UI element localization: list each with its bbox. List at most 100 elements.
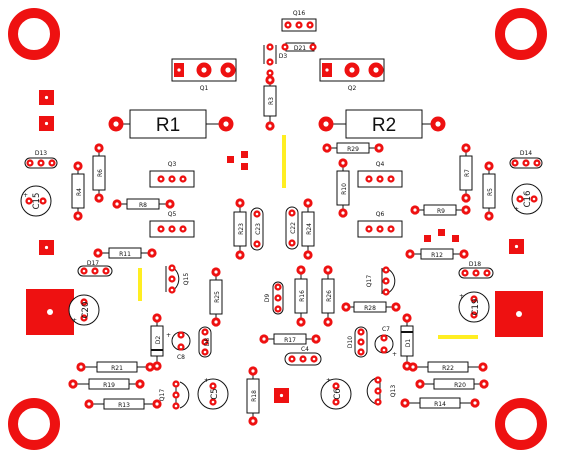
label-r24: R24 <box>306 223 313 235</box>
label-q17-upper: Q17 <box>366 275 373 288</box>
mounting-hole-top-left <box>8 8 60 60</box>
mounting-hole-top-right <box>495 8 547 60</box>
r19-resistor: R19 <box>68 378 145 390</box>
d3-diode: D3 <box>263 43 288 77</box>
c7-capacitor: + C7 <box>374 326 397 358</box>
d2-diode: D2 <box>150 313 164 371</box>
label-c4: C4 <box>301 346 309 353</box>
label-c20: C20 <box>81 302 91 319</box>
svg-text:+: + <box>326 377 331 384</box>
label-r8: R8 <box>139 202 147 209</box>
label-q13: Q13 <box>390 385 397 398</box>
r7-resistor: R7 <box>459 143 473 203</box>
square-pads <box>26 90 543 403</box>
svg-text:+: + <box>459 293 464 300</box>
c8-capacitor: + C8 <box>166 331 191 361</box>
r1-resistor: R1 <box>108 109 234 139</box>
q1-transistor: Q1 <box>171 58 237 92</box>
label-d8: D8 <box>204 338 211 347</box>
label-r3: R3 <box>268 97 275 105</box>
svg-text:+: + <box>72 317 77 324</box>
q4-transistor: Q4 <box>357 161 403 188</box>
label-r14: R14 <box>434 401 446 408</box>
mounting-hole-bottom-right <box>495 398 547 450</box>
label-d9: D9 <box>264 294 271 303</box>
c22-capacitor: C22 <box>285 206 299 250</box>
d17-diode: D17 <box>77 260 113 277</box>
q6-transistor: Q6 <box>357 211 403 238</box>
label-r28: R28 <box>364 305 376 312</box>
q17-transistor-lower: Q17 <box>159 380 190 410</box>
q16-transistor: Q16 <box>281 10 317 32</box>
label-r9: R9 <box>437 208 445 215</box>
label-q6: Q6 <box>376 211 385 218</box>
label-r25: R25 <box>214 291 221 303</box>
test-pads-left <box>227 151 248 170</box>
q5-transistor: Q5 <box>149 211 195 238</box>
svg-text:+: + <box>166 332 171 339</box>
label-r21: R21 <box>111 365 123 372</box>
label-c5: C5 <box>210 388 220 399</box>
label-r12: R12 <box>431 252 443 259</box>
r2-resistor: R2 <box>318 109 446 139</box>
label-r19: R19 <box>103 382 115 389</box>
label-c7: C7 <box>382 326 390 333</box>
c19-capacitor: + C19 <box>458 291 490 323</box>
label-c23: C23 <box>255 223 262 235</box>
r13-resistor: R13 <box>84 398 162 410</box>
label-r2: R2 <box>372 115 396 136</box>
label-c15: C15 <box>32 193 42 210</box>
label-c19: C19 <box>471 299 481 316</box>
label-c8: C8 <box>177 354 185 361</box>
c6-capacitor: + C6 <box>320 377 352 410</box>
label-q15: Q15 <box>183 273 190 286</box>
label-d3: D3 <box>279 53 288 60</box>
r21-resistor: R21 <box>76 361 155 373</box>
d1-diode: D1 <box>400 313 414 371</box>
r10-resistor: R10 <box>336 158 350 218</box>
r3-resistor: R3 <box>263 75 277 131</box>
label-d18: D18 <box>469 261 481 268</box>
label-c6: C6 <box>333 388 343 399</box>
label-r4: R4 <box>76 188 83 196</box>
label-q2: Q2 <box>348 85 357 92</box>
label-q1: Q1 <box>200 85 209 92</box>
r29-resistor: R29 <box>322 142 384 154</box>
label-q5: Q5 <box>168 211 177 218</box>
r25-resistor: R25 <box>209 267 223 327</box>
label-c22: C22 <box>290 222 297 234</box>
r12-resistor: R12 <box>405 248 469 260</box>
c4-capacitor: C4 <box>284 346 322 366</box>
svg-text:+: + <box>392 351 397 358</box>
label-r23: R23 <box>238 223 245 235</box>
d14-diode: D14 <box>509 150 543 169</box>
label-r7: R7 <box>464 169 471 177</box>
jumper-wires <box>138 135 478 339</box>
label-r1: R1 <box>156 115 180 136</box>
d9-diode: D9 <box>264 281 284 315</box>
label-d13: D13 <box>35 150 47 157</box>
label-r11: R11 <box>119 251 131 258</box>
mounting-holes <box>8 8 547 450</box>
c5-capacitor: + C5 <box>197 377 229 410</box>
label-d2: D2 <box>155 336 162 345</box>
c23-capacitor: C23 <box>250 207 264 251</box>
mounting-hole-bottom-left <box>8 398 60 450</box>
r23-resistor: R23 <box>233 198 247 260</box>
test-pads-right <box>424 229 459 242</box>
r8-resistor: R8 <box>112 198 175 210</box>
label-q16: Q16 <box>293 10 306 17</box>
label-q3: Q3 <box>168 161 177 168</box>
label-r16: R16 <box>299 290 306 302</box>
r9-resistor: R9 <box>410 204 471 216</box>
label-r6: R6 <box>97 169 104 177</box>
c20-capacitor: + C20 <box>68 294 100 326</box>
r22-resistor: R22 <box>408 361 488 373</box>
d10-diode: D10 <box>347 326 368 358</box>
r5-resistor: R5 <box>482 161 496 221</box>
d21-diode: D21 <box>281 42 317 52</box>
label-r29: R29 <box>347 146 359 153</box>
label-r5: R5 <box>487 188 494 196</box>
label-r13: R13 <box>118 402 130 409</box>
q2-transistor: Q2 <box>319 58 385 92</box>
